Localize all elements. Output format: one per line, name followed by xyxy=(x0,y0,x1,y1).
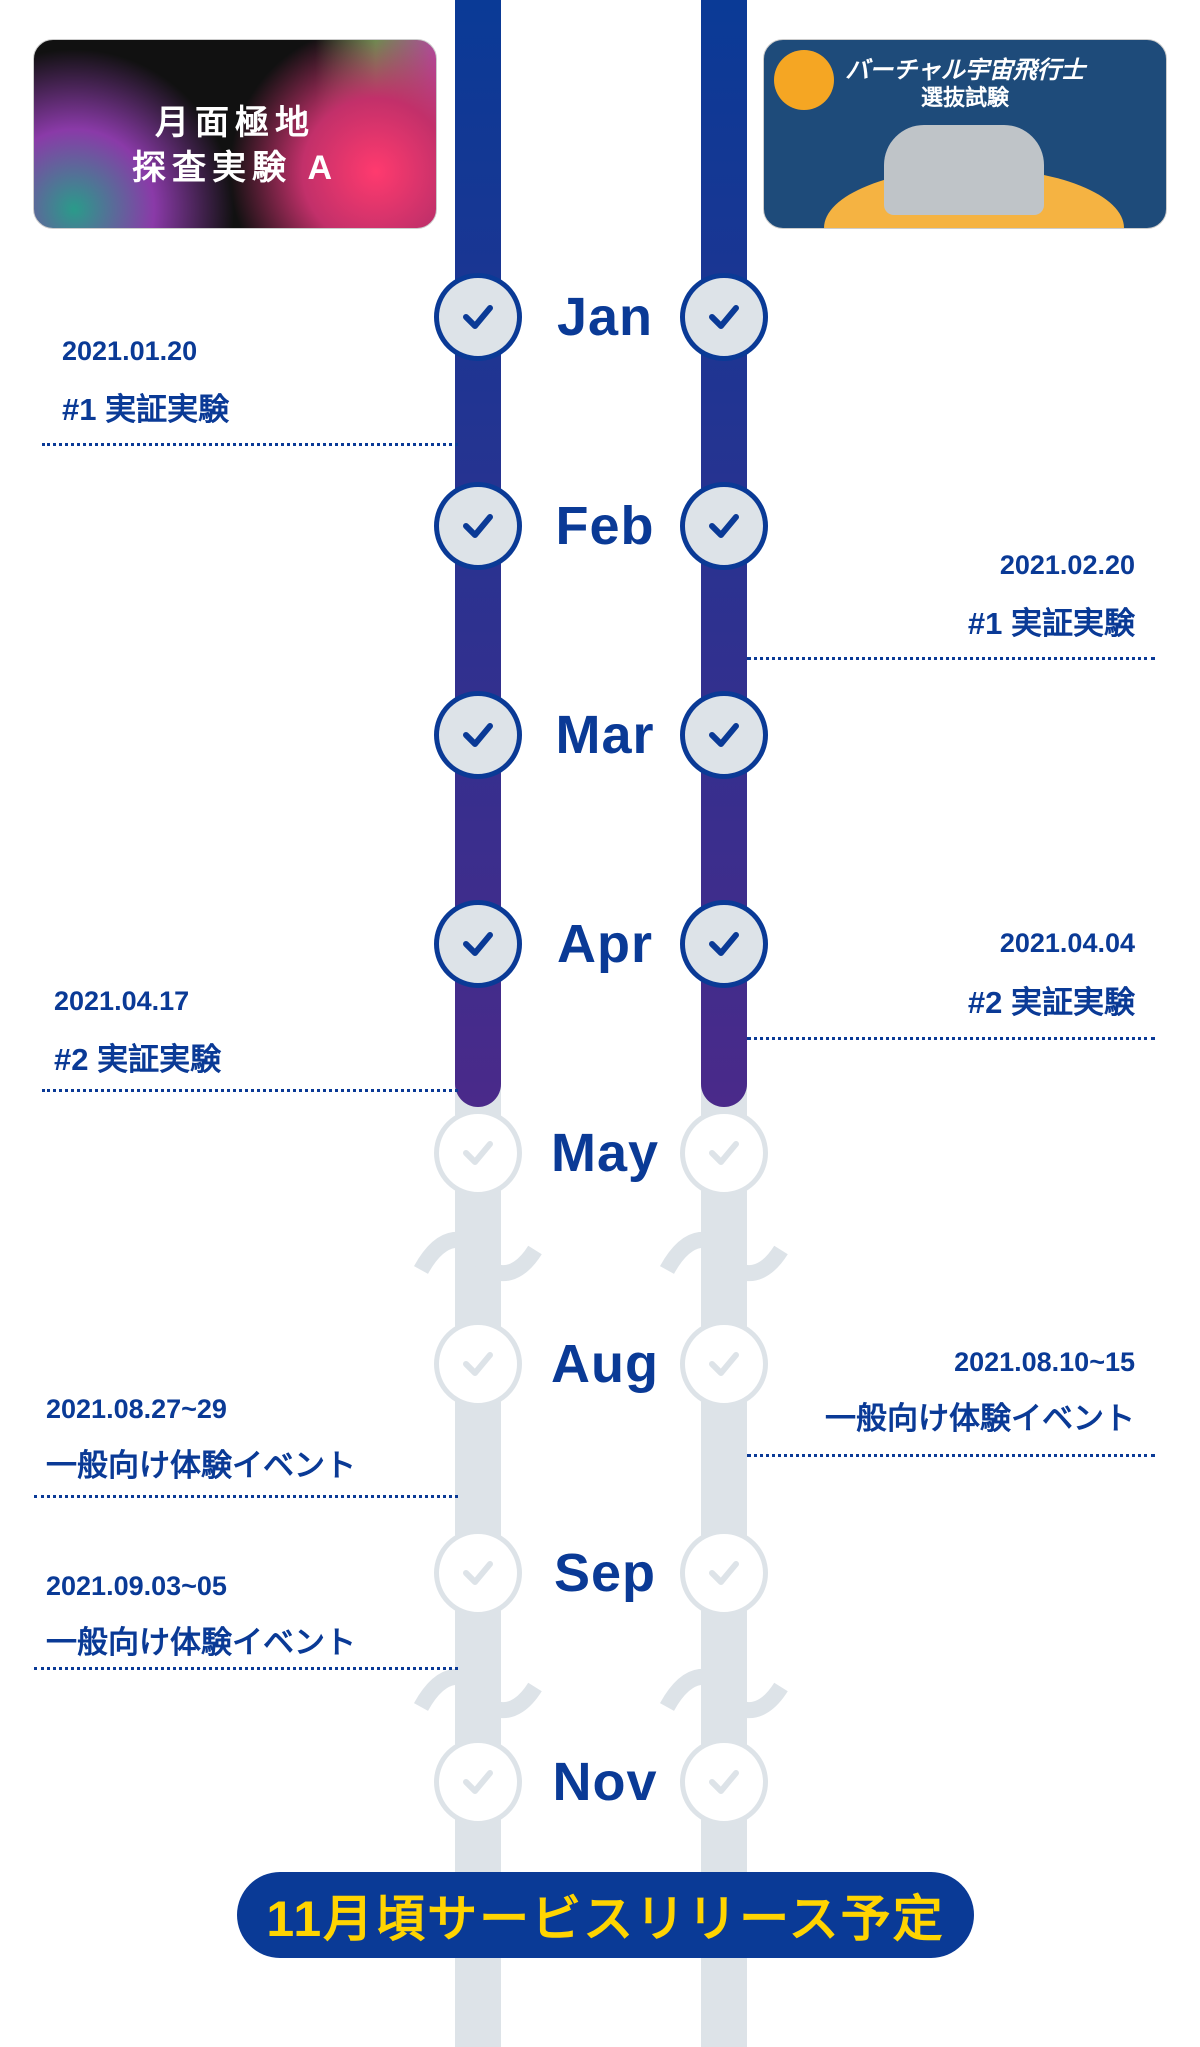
event-label: #1 実証実験 xyxy=(967,606,1135,641)
left-milestone-check-icon xyxy=(434,1738,522,1826)
right-milestone-check-icon xyxy=(680,691,768,779)
event-date: 2021.08.27~29 xyxy=(46,1394,227,1424)
left-milestone-check-icon xyxy=(434,273,522,361)
event-label: 一般向け体験イベント xyxy=(825,1401,1135,1436)
event-divider xyxy=(747,657,1155,660)
left-milestone-check-icon xyxy=(434,691,522,779)
event-label: 一般向け体験イベント xyxy=(46,1625,356,1660)
event-divider xyxy=(42,443,458,446)
right-milestone-check-icon xyxy=(680,1109,768,1197)
right-milestone-check-icon xyxy=(680,1320,768,1408)
event-date: 2021.01.20 xyxy=(62,336,198,366)
month-label: Apr xyxy=(557,914,653,974)
left-milestone-check-icon xyxy=(434,900,522,988)
event-date: 2021.04.04 xyxy=(999,928,1135,958)
event-label: 一般向け体験イベント xyxy=(46,1448,356,1483)
event-date: 2021.04.17 xyxy=(54,986,190,1016)
left-milestone-check-icon xyxy=(434,1109,522,1197)
event-divider xyxy=(34,1667,458,1670)
event-date: 2021.08.10~15 xyxy=(954,1347,1135,1377)
event-label: #1 実証実験 xyxy=(62,392,230,427)
left-milestone-check-icon xyxy=(434,482,522,570)
month-label: Sep xyxy=(553,1543,657,1603)
month-label: May xyxy=(550,1123,660,1183)
event-divider xyxy=(42,1089,458,1092)
right-milestone-check-icon xyxy=(680,482,768,570)
right-milestone-check-icon xyxy=(680,1738,768,1826)
month-label: Feb xyxy=(555,496,655,556)
event-label: #2 実証実験 xyxy=(54,1042,222,1077)
virtual-astronaut-thumbnail[interactable]: バーチャル宇宙飛行士 選抜試験 xyxy=(763,39,1167,229)
right-milestone-check-icon xyxy=(680,273,768,361)
month-label: Jan xyxy=(556,287,654,347)
event-divider xyxy=(34,1495,458,1498)
event-divider xyxy=(747,1037,1155,1040)
event-date: 2021.09.03~05 xyxy=(46,1571,227,1601)
right-milestone-check-icon xyxy=(680,900,768,988)
month-label: Nov xyxy=(552,1752,658,1812)
month-label: Aug xyxy=(551,1334,659,1394)
break-squiggle-icon xyxy=(659,1232,788,1282)
left-milestone-check-icon xyxy=(434,1529,522,1617)
break-squiggle-icon xyxy=(413,1669,542,1719)
lunar-experiment-thumbnail[interactable]: 月面極地 探査実験 A xyxy=(33,39,437,229)
break-squiggle-icon xyxy=(413,1232,542,1282)
break-squiggle-icon xyxy=(659,1669,788,1719)
month-label: Mar xyxy=(555,705,655,765)
event-label: #2 実証実験 xyxy=(967,985,1135,1020)
event-divider xyxy=(747,1454,1155,1457)
left-milestone-check-icon xyxy=(434,1320,522,1408)
event-date: 2021.02.20 xyxy=(999,550,1135,580)
astronauts-illustration xyxy=(884,125,1044,215)
release-banner: 11月頃サービスリリース予定 xyxy=(237,1872,974,1958)
comet-icon xyxy=(774,50,834,110)
right-milestone-check-icon xyxy=(680,1529,768,1617)
